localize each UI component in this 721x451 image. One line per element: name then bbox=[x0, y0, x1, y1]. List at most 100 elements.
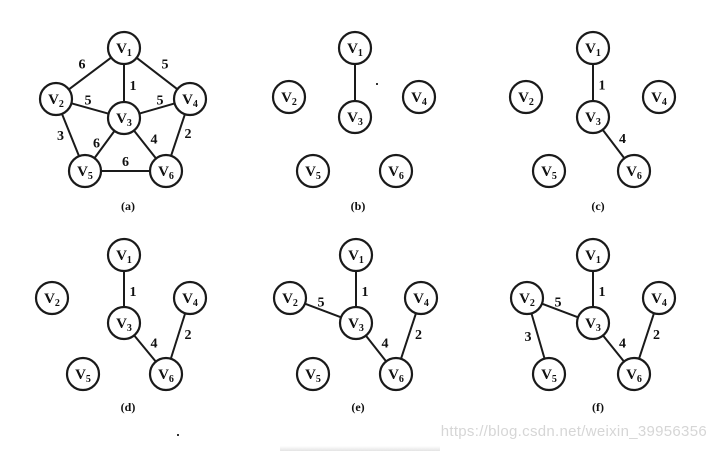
node-label: V6 bbox=[626, 367, 642, 385]
node-v5: V5 bbox=[295, 153, 331, 189]
node-circle bbox=[337, 99, 373, 135]
node-circle bbox=[531, 153, 567, 189]
edge-weight: 4 bbox=[619, 132, 626, 147]
node-label: V1 bbox=[116, 248, 132, 266]
node-v5: V5 bbox=[65, 356, 101, 392]
node-v2: V2 bbox=[509, 280, 545, 316]
node-label: V3 bbox=[585, 316, 601, 334]
edge-weight: 4 bbox=[151, 337, 158, 352]
edge-v2-v3 bbox=[541, 302, 579, 319]
edge-weight: 5 bbox=[162, 58, 169, 73]
edge-v2-v3 bbox=[304, 302, 342, 319]
edge-weight: 3 bbox=[525, 330, 532, 345]
edge-v3-v6 bbox=[602, 334, 625, 363]
edge-weight: 6 bbox=[79, 58, 86, 73]
node-label: V5 bbox=[305, 367, 321, 385]
node-label: V4 bbox=[182, 92, 198, 110]
edge-v3-v6 bbox=[133, 129, 157, 160]
node-circle bbox=[148, 356, 184, 392]
node-v6: V6 bbox=[378, 356, 414, 392]
node-circle bbox=[295, 153, 331, 189]
node-circle bbox=[641, 79, 677, 115]
edge-weight: 3 bbox=[57, 129, 64, 144]
edge-v4-v6 bbox=[170, 113, 186, 157]
edge-v2-v5 bbox=[61, 113, 80, 157]
node-label: V4 bbox=[411, 90, 427, 108]
node-circle bbox=[337, 30, 373, 66]
edge-weight: 1 bbox=[599, 79, 606, 94]
node-label: V1 bbox=[347, 41, 363, 59]
node-circle bbox=[378, 153, 414, 189]
node-circle bbox=[148, 153, 184, 189]
edge-v4-v6 bbox=[638, 312, 655, 360]
node-v5: V5 bbox=[295, 356, 331, 392]
edge-v3-v6 bbox=[133, 334, 157, 363]
edge-v1-v4 bbox=[136, 56, 178, 91]
bottom-edge-shadow bbox=[280, 446, 440, 451]
stray-dot bbox=[177, 434, 179, 436]
node-v1: V1 bbox=[106, 237, 142, 273]
node-circle bbox=[38, 81, 74, 117]
edge-v3-v6 bbox=[601, 129, 626, 159]
node-circle bbox=[65, 356, 101, 392]
node-circle bbox=[575, 237, 611, 273]
edge-v3-v4 bbox=[139, 102, 175, 115]
edge-weight: 1 bbox=[599, 285, 606, 300]
node-v4: V4 bbox=[641, 79, 677, 115]
node-v2: V2 bbox=[272, 280, 308, 316]
edge-weight: 6 bbox=[122, 155, 129, 170]
edge-weight: 1 bbox=[130, 285, 137, 300]
node-circle bbox=[106, 100, 142, 136]
node-circle bbox=[106, 305, 142, 341]
node-circle bbox=[271, 79, 307, 115]
edge-v3-v5 bbox=[93, 130, 116, 159]
node-circle bbox=[508, 79, 544, 115]
node-v3: V3 bbox=[106, 305, 142, 341]
node-v2: V2 bbox=[271, 79, 307, 115]
node-v4: V4 bbox=[172, 81, 208, 117]
node-label: V3 bbox=[116, 111, 132, 129]
edge-weight: 2 bbox=[415, 328, 422, 343]
node-v2: V2 bbox=[34, 280, 70, 316]
node-v6: V6 bbox=[616, 153, 652, 189]
node-circle bbox=[272, 280, 308, 316]
edge-weight: 2 bbox=[185, 328, 192, 343]
edge-v4-v6 bbox=[169, 312, 187, 360]
node-label: V1 bbox=[585, 41, 601, 59]
node-v3: V3 bbox=[575, 99, 611, 135]
node-v1: V1 bbox=[575, 30, 611, 66]
node-circle bbox=[172, 280, 208, 316]
edge-v3-v6 bbox=[365, 334, 387, 363]
watermark-text: https://blog.csdn.net/weixin_39956356 bbox=[440, 423, 707, 440]
node-circle bbox=[575, 305, 611, 341]
panel-caption: (f) bbox=[592, 400, 604, 414]
node-v4: V4 bbox=[641, 280, 677, 316]
node-circle bbox=[378, 356, 414, 392]
node-circle bbox=[641, 280, 677, 316]
node-label: V4 bbox=[182, 291, 198, 309]
node-circle bbox=[106, 237, 142, 273]
node-label: V6 bbox=[626, 164, 642, 182]
node-v5: V5 bbox=[67, 153, 103, 189]
edge-weight: 2 bbox=[185, 127, 192, 142]
node-v3: V3 bbox=[575, 305, 611, 341]
node-v1: V1 bbox=[338, 237, 374, 273]
node-label: V1 bbox=[116, 41, 132, 59]
node-circle bbox=[338, 237, 374, 273]
edge-v2-v5 bbox=[530, 313, 546, 359]
node-label: V2 bbox=[281, 90, 297, 108]
edge-weight: 4 bbox=[382, 337, 389, 352]
node-circle bbox=[403, 280, 439, 316]
node-label: V6 bbox=[388, 367, 404, 385]
node-circle bbox=[616, 356, 652, 392]
node-circle bbox=[172, 81, 208, 117]
edge-weight: 1 bbox=[362, 285, 369, 300]
node-label: V2 bbox=[518, 90, 534, 108]
edge-weight: 5 bbox=[85, 94, 92, 109]
